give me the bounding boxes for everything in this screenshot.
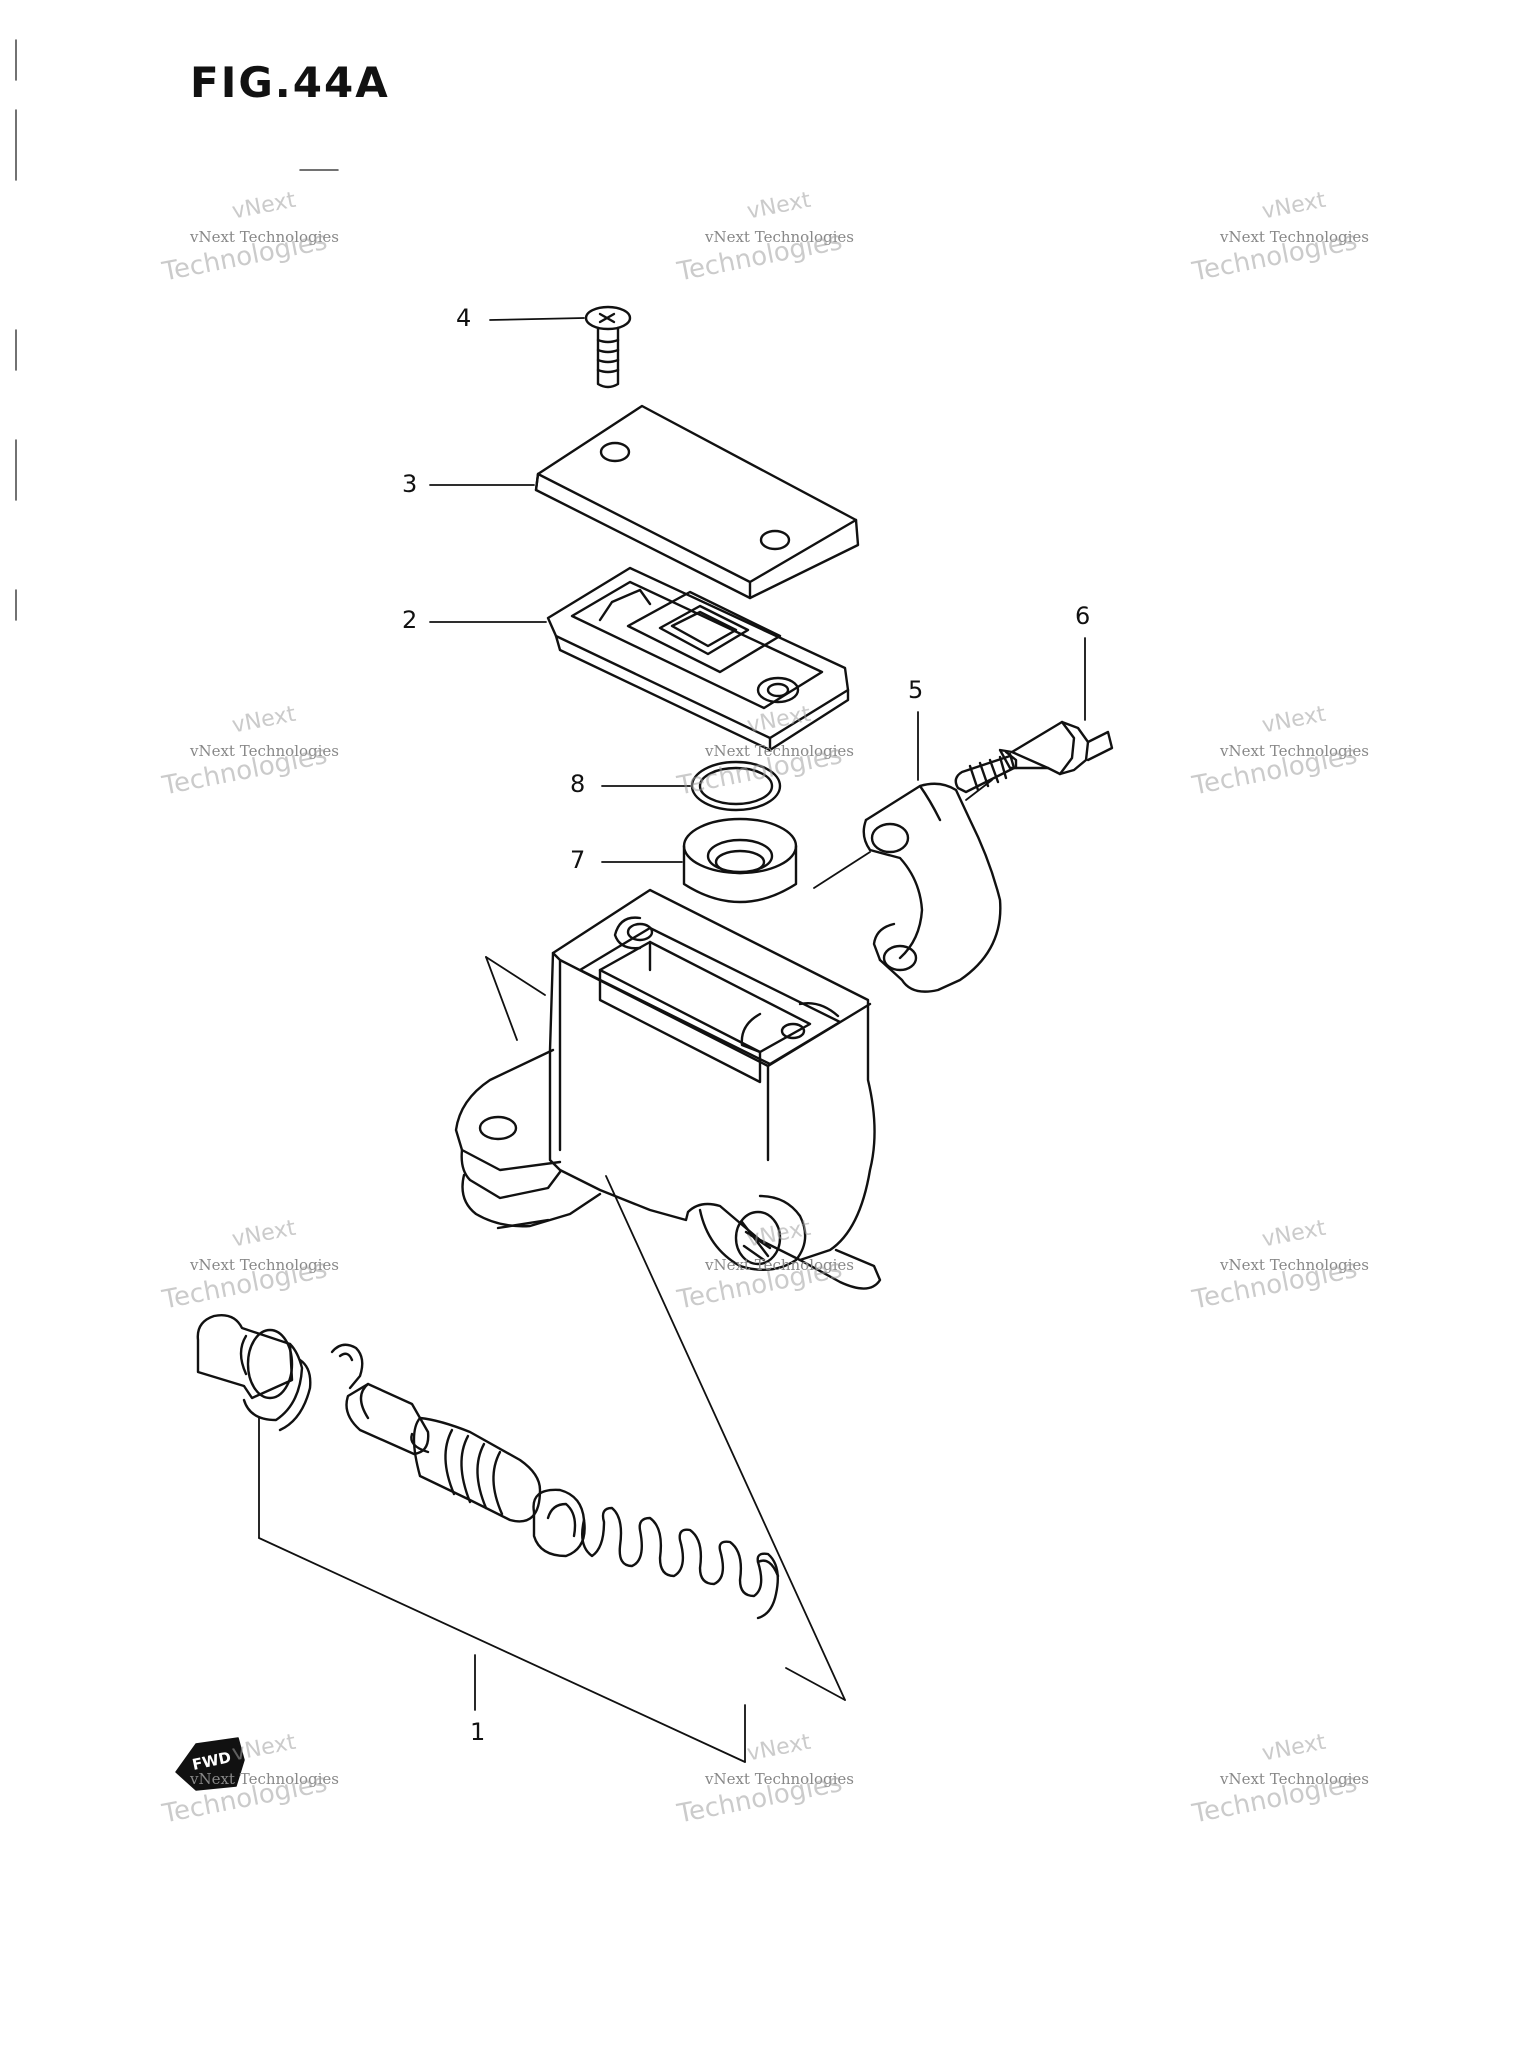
callout-5: 5 — [908, 676, 924, 704]
fwd-arrow-icon — [175, 1737, 245, 1791]
part-1-piston-kit — [196, 1314, 780, 1620]
master-cylinder-body — [454, 888, 882, 1290]
callout-7: 7 — [570, 846, 586, 874]
leader-4 — [489, 317, 585, 321]
part-3-cap — [534, 404, 860, 600]
part-1-bracket — [258, 1417, 746, 1763]
callout-3: 3 — [402, 470, 418, 498]
callout-6: 6 — [1075, 602, 1091, 630]
inner-kit-assembly-lines — [485, 956, 846, 1701]
callout-2: 2 — [402, 606, 418, 634]
part-4-screw — [584, 305, 632, 389]
clamp-axis-line — [813, 851, 871, 889]
callout-1: 1 — [470, 1718, 486, 1746]
part-7-boot — [682, 817, 798, 904]
part-2-diaphragm — [546, 566, 850, 752]
figure-title: FIG.44A — [190, 58, 390, 107]
callout-4: 4 — [456, 304, 472, 332]
part-5-clamp — [862, 782, 1002, 993]
callout-8: 8 — [570, 770, 586, 798]
part-8-o-ring — [690, 760, 782, 812]
part-6-bolt — [954, 720, 1114, 794]
scan-margin-marks — [15, 39, 339, 621]
